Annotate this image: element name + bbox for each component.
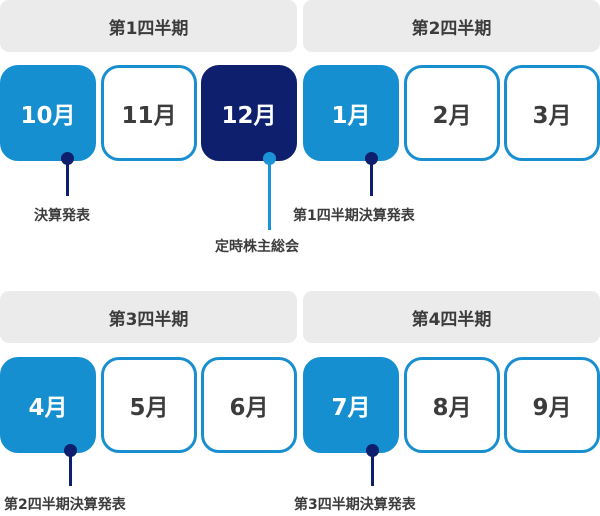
earnings-release-marker-dot: [61, 152, 74, 165]
q3-earnings-marker-dot: [366, 444, 379, 457]
earnings-release-marker-line: [66, 160, 69, 196]
month-march: 3月: [504, 65, 600, 161]
q2-earnings-label: 第2四半期決算発表: [4, 497, 126, 513]
month-june: 6月: [201, 357, 297, 453]
month-january: 1月: [303, 65, 399, 161]
q3-earnings-label: 第3四半期決算発表: [294, 497, 416, 513]
agm-marker-line: [268, 160, 271, 230]
month-november: 11月: [101, 65, 197, 161]
agm-label: 定時株主総会: [215, 239, 299, 255]
q2-earnings-marker-dot: [64, 444, 77, 457]
month-december: 12月: [201, 65, 297, 161]
month-october: 10月: [0, 65, 96, 161]
month-april: 4月: [0, 357, 96, 453]
quarter-header-q3: 第3四半期: [0, 291, 297, 343]
q3-earnings-marker-line: [371, 452, 374, 486]
earnings-release-label: 決算発表: [34, 208, 90, 224]
quarter-header-q2: 第2四半期: [303, 0, 600, 52]
q2-earnings-marker-line: [69, 452, 72, 486]
q1-earnings-marker-line: [370, 160, 373, 196]
month-august: 8月: [404, 357, 500, 453]
quarter-header-q1: 第1四半期: [0, 0, 297, 52]
month-september: 9月: [504, 357, 600, 453]
month-july: 7月: [303, 357, 399, 453]
quarter-header-q4: 第4四半期: [303, 291, 600, 343]
agm-marker-dot: [263, 152, 276, 165]
month-may: 5月: [101, 357, 197, 453]
month-february: 2月: [404, 65, 500, 161]
q1-earnings-marker-dot: [365, 152, 378, 165]
q1-earnings-label: 第1四半期決算発表: [293, 208, 415, 224]
